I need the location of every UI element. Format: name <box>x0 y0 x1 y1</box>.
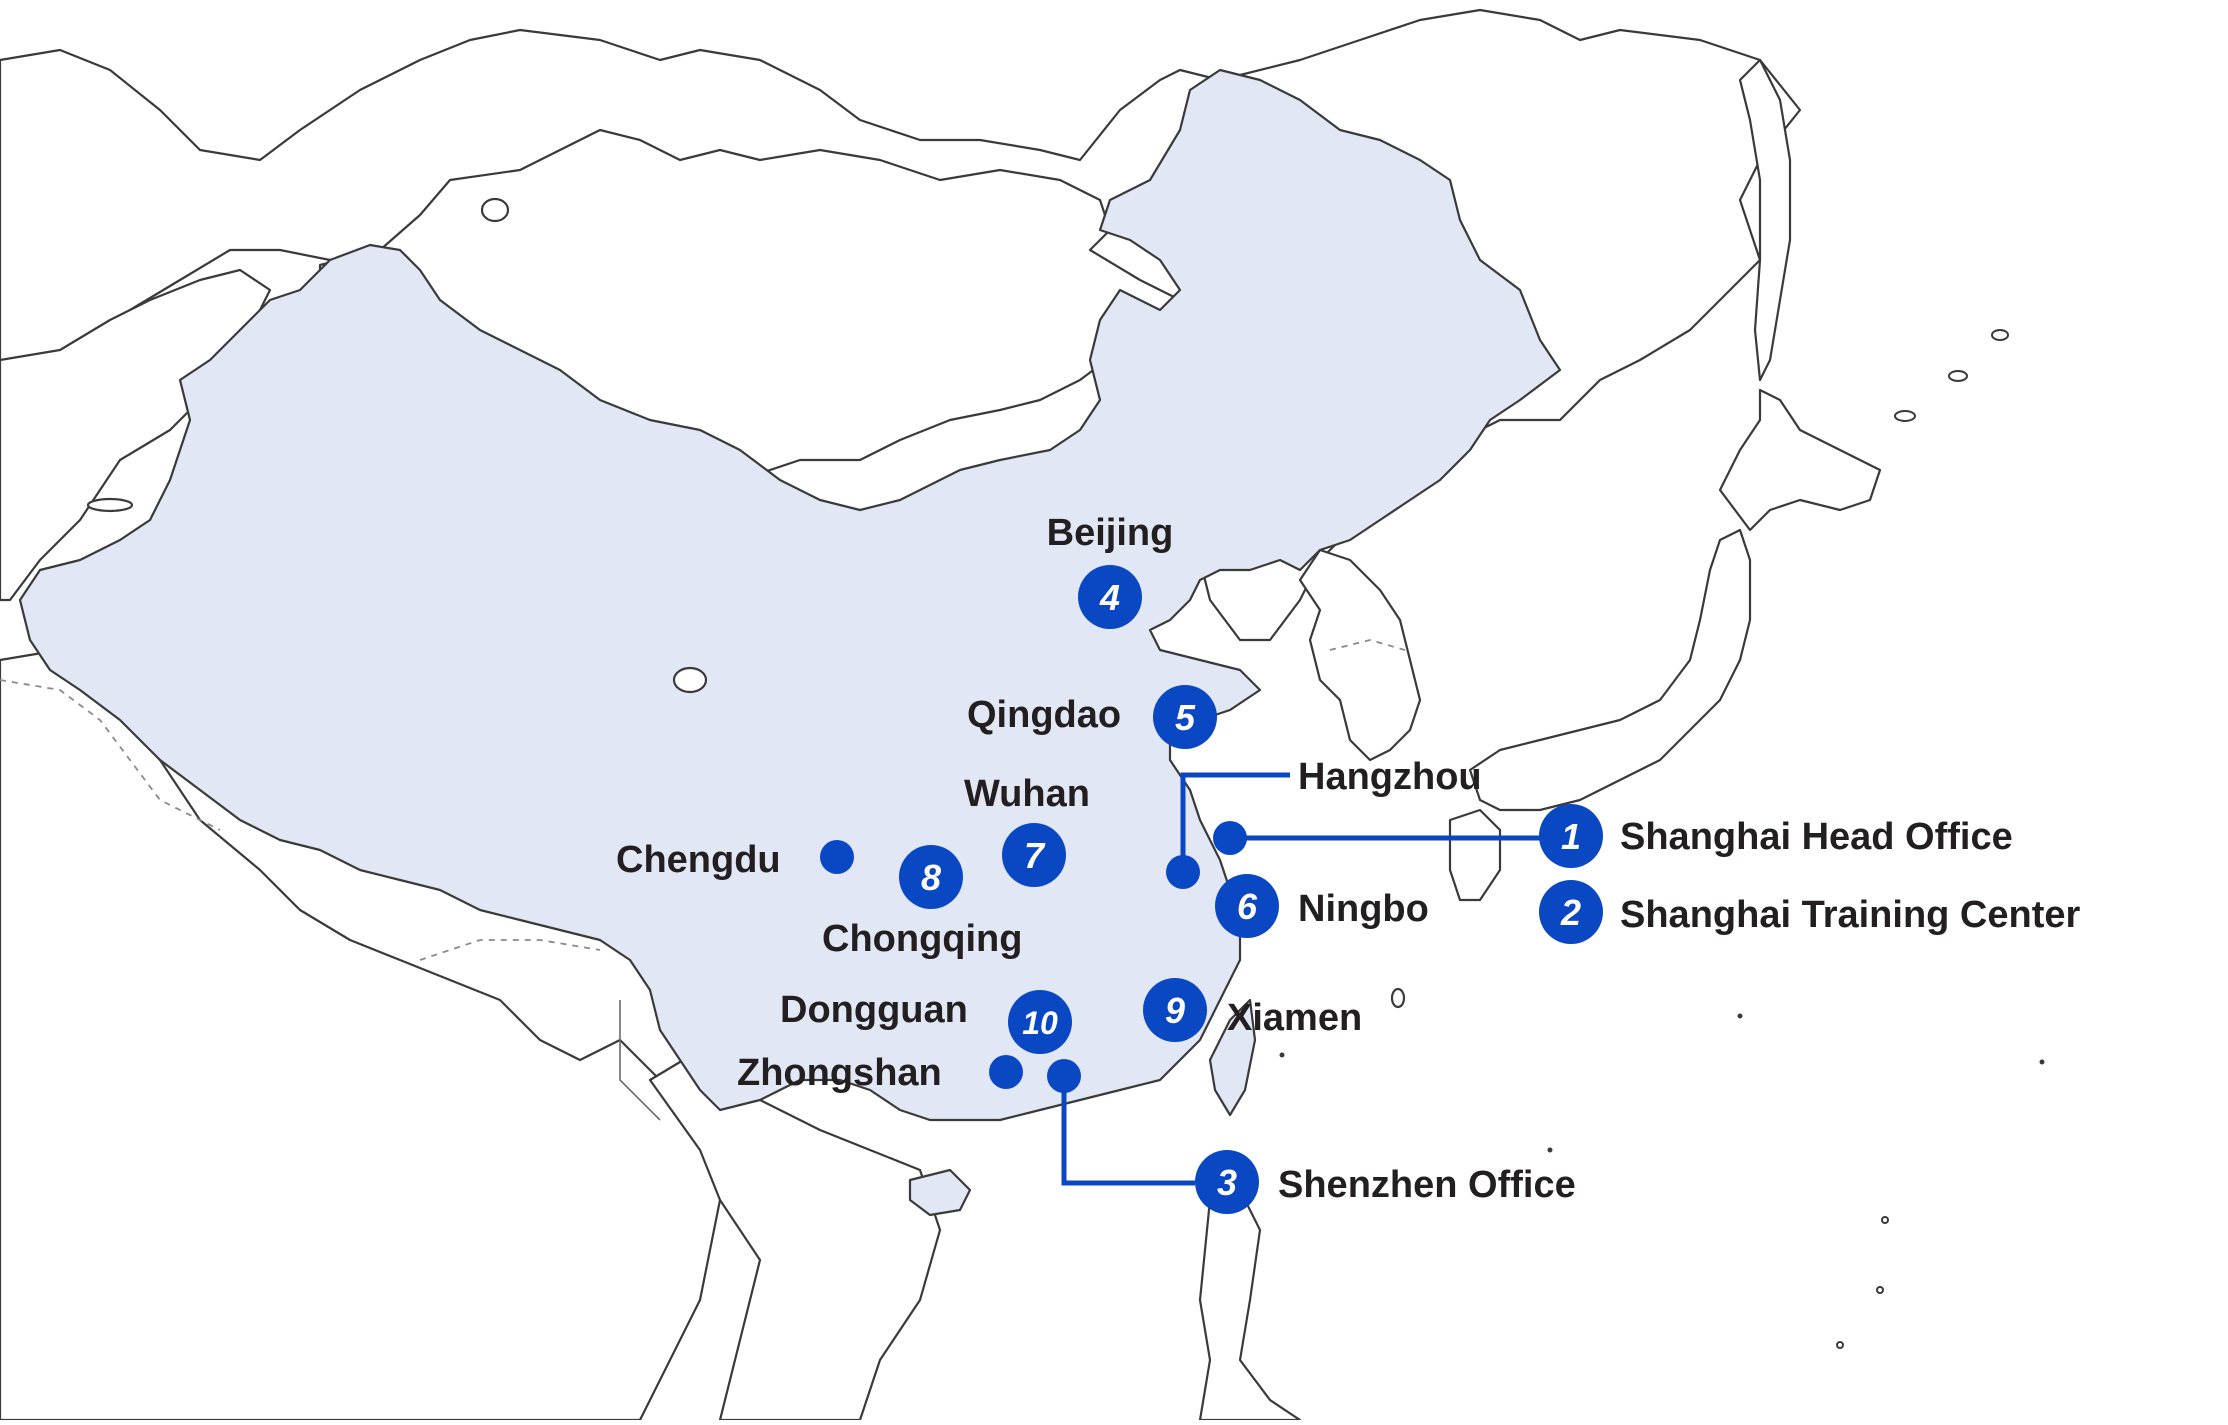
lake-qinghai <box>672 666 708 694</box>
badge-2-number: 2 <box>1560 892 1581 933</box>
islet-6 <box>1876 1286 1884 1294</box>
label-chongqing: Chongqing <box>822 918 1022 960</box>
japan-kyushu <box>1448 808 1502 902</box>
chengdu-marker[interactable] <box>820 840 854 874</box>
badge-6[interactable]: 6 <box>1215 874 1279 938</box>
label-shanghai-training-center: Shanghai Training Center <box>1620 894 2080 936</box>
label-ningbo: Ningbo <box>1298 888 1429 930</box>
kuril-island-3 <box>1894 410 1916 422</box>
badge-9[interactable]: 9 <box>1143 978 1207 1042</box>
zhongshan-marker[interactable] <box>989 1055 1023 1089</box>
badge-5-number: 5 <box>1175 697 1196 738</box>
badge-3-number: 3 <box>1217 1162 1237 1203</box>
shenzhen-marker[interactable] <box>1047 1059 1081 1093</box>
islet-7 <box>1836 1341 1844 1349</box>
label-qingdao: Qingdao <box>967 694 1121 736</box>
label-zhongshan: Zhongshan <box>737 1052 942 1094</box>
label-dongguan: Dongguan <box>780 989 968 1031</box>
korea-region <box>1298 548 1422 762</box>
badge-10[interactable]: 10 <box>1008 990 1072 1054</box>
badge-9-number: 9 <box>1165 990 1185 1031</box>
japan-hokkaido <box>1718 388 1882 532</box>
islet-2 <box>1279 1052 1285 1058</box>
disputed-border-south <box>419 939 601 961</box>
label-shenzhen-office: Shenzhen Office <box>1278 1164 1576 1206</box>
islet-4 <box>1547 1147 1553 1153</box>
hangzhou-marker[interactable] <box>1166 855 1200 889</box>
badge-2[interactable]: 2 <box>1539 880 1603 944</box>
badge-3[interactable]: 3 <box>1195 1150 1259 1214</box>
badge-4[interactable]: 4 <box>1078 565 1142 629</box>
label-wuhan: Wuhan <box>964 773 1090 815</box>
label-beijing: Beijing <box>1047 512 1174 554</box>
badge-1[interactable]: 1 <box>1539 804 1603 868</box>
badge-4-number: 4 <box>1099 577 1120 618</box>
kuril-island-1 <box>1991 329 2009 341</box>
connector-shenzhen <box>1061 1076 1195 1186</box>
label-shanghai-head-office: Shanghai Head Office <box>1620 816 2013 858</box>
shanghai-marker[interactable] <box>1213 821 1247 855</box>
islet-3 <box>2039 1059 2045 1065</box>
hainan-island <box>908 1168 972 1217</box>
lake-balkhash <box>86 497 134 513</box>
badge-10-number: 10 <box>1022 1005 1058 1041</box>
badge-7[interactable]: 7 <box>1002 823 1066 887</box>
label-hangzhou: Hangzhou <box>1298 756 1482 798</box>
badge-8-number: 8 <box>921 857 941 898</box>
border-southwest <box>619 1000 661 1121</box>
islet-5 <box>1881 1216 1889 1224</box>
philippines-islands <box>1198 1188 1302 1422</box>
badge-6-number: 6 <box>1237 886 1258 927</box>
lake-baikal-region <box>480 197 510 223</box>
label-xiamen: Xiamen <box>1227 997 1362 1039</box>
sakhalin-island <box>1738 58 1792 382</box>
label-chengdu: Chengdu <box>616 839 781 881</box>
islet-1 <box>1737 1013 1743 1019</box>
badge-1-number: 1 <box>1561 816 1581 857</box>
taiwan-island <box>1208 998 1257 1117</box>
korea-dmz-line <box>1329 639 1406 651</box>
japan-honshu <box>1468 528 1752 812</box>
badge-8[interactable]: 8 <box>899 845 963 909</box>
southeast-asia-region <box>648 1048 942 1422</box>
connector-hangzhou <box>1180 772 1290 867</box>
disputed-border-west <box>0 679 221 831</box>
badge-5[interactable]: 5 <box>1153 685 1217 749</box>
south-asia-region <box>0 648 722 1422</box>
island-okinawa <box>1390 987 1406 1009</box>
kuril-island-2 <box>1948 370 1968 382</box>
badge-7-number: 7 <box>1024 835 1046 876</box>
